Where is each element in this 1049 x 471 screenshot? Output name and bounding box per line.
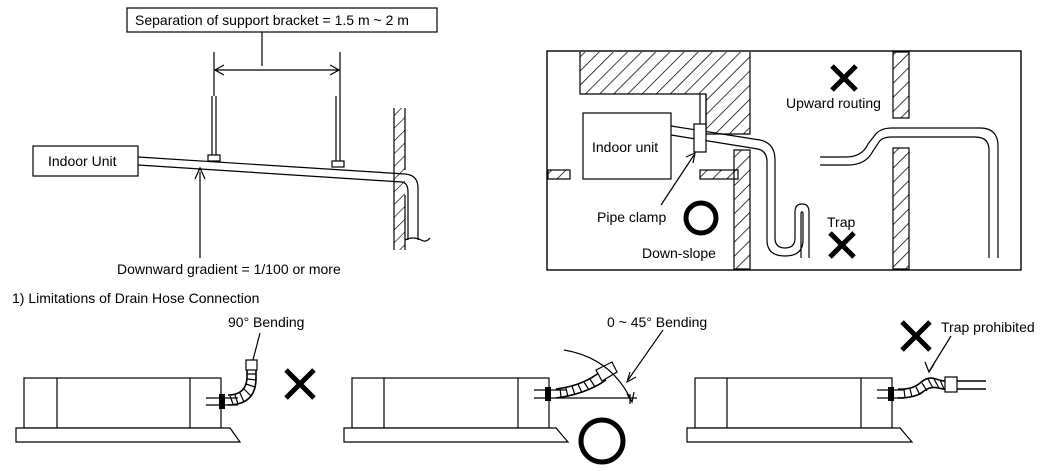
unit-body-2	[351, 377, 550, 429]
upward-pipe-outer	[820, 127, 999, 258]
hose-45-bend	[555, 371, 607, 399]
bending-90-diagram: 90° Bending	[15, 314, 316, 443]
routing-pipe-inner	[670, 134, 804, 258]
dimension-arrow-right	[329, 64, 341, 76]
support-bracket-left	[207, 154, 221, 162]
support-bracket-diagram: Separation of support bracket = 1.5 m ~ …	[32, 7, 438, 277]
down-slope-label: Down-slope	[642, 245, 716, 261]
pipe-clamp	[693, 123, 707, 153]
bracket-label-box	[126, 7, 438, 33]
x-mark-upward-routing	[830, 64, 858, 92]
trap-prohibited-label: Trap prohibited	[941, 319, 1035, 335]
bending-0-45-leader	[627, 329, 664, 381]
unit-panel-1	[15, 427, 242, 443]
x-mark-bending-90	[284, 368, 316, 400]
wall-right-lower	[892, 147, 910, 270]
wall-middle	[733, 149, 751, 270]
indoor-unit-box	[32, 145, 139, 177]
bending-0-45-label: 0 ~ 45° Bending	[607, 314, 707, 330]
bracket-separation-label: Separation of support bracket = 1.5 m ~ …	[135, 12, 409, 28]
x-mark-trap	[828, 231, 856, 259]
routing-indoor-unit-box	[582, 112, 672, 180]
dimension-arrow-left	[213, 64, 225, 76]
o-mark-bending-0-45	[578, 417, 626, 465]
wall-right-upper	[892, 51, 910, 119]
x-mark-trap-prohibited	[900, 320, 932, 352]
unit-panel-3	[686, 427, 914, 443]
routing-diagram: Indoor unit Upward routing Trap Down-slo…	[546, 50, 1022, 271]
upward-routing-label: Upward routing	[786, 95, 881, 111]
section-heading: 1) Limitations of Drain Hose Connection	[12, 290, 259, 306]
pipe-clamp-leader	[660, 154, 695, 206]
trap-prohibited-diagram: Trap prohibited	[686, 319, 1035, 443]
bending-90-label: 90° Bending	[228, 314, 304, 330]
upward-pipe-inner	[820, 136, 990, 258]
drain-pipe-top	[137, 156, 419, 240]
support-bracket-right	[331, 160, 345, 168]
pipe-outlet	[404, 237, 431, 242]
unit-panel-2	[343, 427, 570, 443]
drain-pipe-bottom	[137, 164, 409, 240]
bend-angle-arc	[563, 349, 633, 403]
gradient-label: Downward gradient = 1/100 or more	[117, 261, 341, 277]
routing-pipe-outer	[670, 125, 810, 258]
bending-0-45-diagram: 0 ~ 45° Bending	[343, 314, 707, 465]
indoor-unit-label: Indoor Unit	[48, 153, 117, 169]
unit-body-1	[23, 377, 222, 429]
gradient-arrow	[194, 166, 206, 180]
o-mark-down-slope	[683, 200, 719, 236]
wall-hatch-left	[394, 108, 405, 250]
bending-90-leader	[252, 332, 261, 361]
routing-indoor-unit-label: Indoor unit	[592, 139, 658, 155]
pipe-clamp-label: Pipe clamp	[597, 209, 666, 225]
unit-body-3	[694, 377, 893, 429]
trap-label: Trap	[827, 214, 855, 230]
